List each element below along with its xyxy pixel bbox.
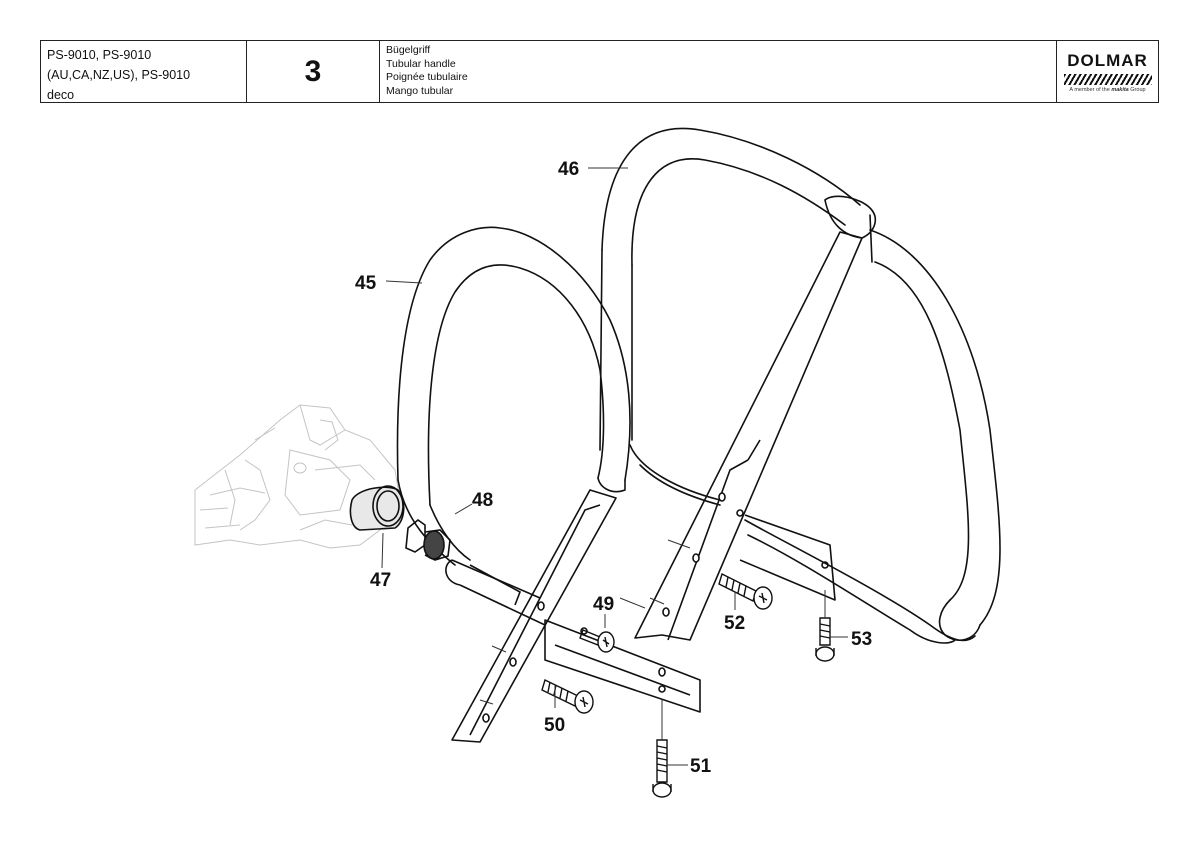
makita-logo: makita [1111,86,1129,93]
part-label-52: 52 [724,613,745,634]
part-label-46: 46 [558,159,579,180]
title-block: PS-9010, PS-9010 (AU,CA,NZ,US), PS-9010 … [40,40,1159,103]
part-label-47: 47 [370,570,391,591]
model-line-1: PS-9010, PS-9010 [47,48,152,62]
screw-49 [579,629,615,653]
part-label-49: 49 [593,594,614,615]
title-cell: Bügelgriff Tubular handle Poignée tubula… [380,41,1057,102]
screw-50 [541,679,594,714]
part-label-51: 51 [690,756,712,777]
brand-stripes-icon [1063,73,1152,85]
vibration-buffer-part [405,518,451,561]
brand-logo: DOLMAR A member of the makita Group [1057,41,1158,102]
front-loop-handle [396,226,631,566]
screw-52 [718,573,773,610]
model-line-2: (AU,CA,NZ,US), PS-9010 [47,68,191,82]
page-number: 3 [247,41,380,102]
title-french: Poignée tubulaire [386,71,468,83]
part-label-45: 45 [355,273,377,294]
engine-housing-sketch [194,404,401,549]
part-label-53: 53 [851,629,872,650]
model-line-3: deco [47,88,75,102]
title-spanish: Mango tubular [386,84,454,97]
handle-mount-bar-left [451,489,701,743]
title-english: Tubular handle [386,57,456,70]
part-label-50: 50 [544,715,565,736]
part-label-48: 48 [472,490,493,511]
tube-end-connector [445,559,546,626]
handle-mount-bar-right [634,231,863,641]
tubular-handle-frame [599,127,1001,644]
brand-tagline: A member of the makita Group [1069,86,1146,93]
screw-53 [815,617,835,662]
rubber-cup-part [349,485,405,531]
brand-name: DOLMAR [1067,50,1148,70]
assembly-leader-lines [381,167,848,766]
title-german: Bügelgriff [386,44,431,56]
screw-51 [652,739,672,798]
model-cell: PS-9010, PS-9010 (AU,CA,NZ,US), PS-9010 … [41,41,247,102]
